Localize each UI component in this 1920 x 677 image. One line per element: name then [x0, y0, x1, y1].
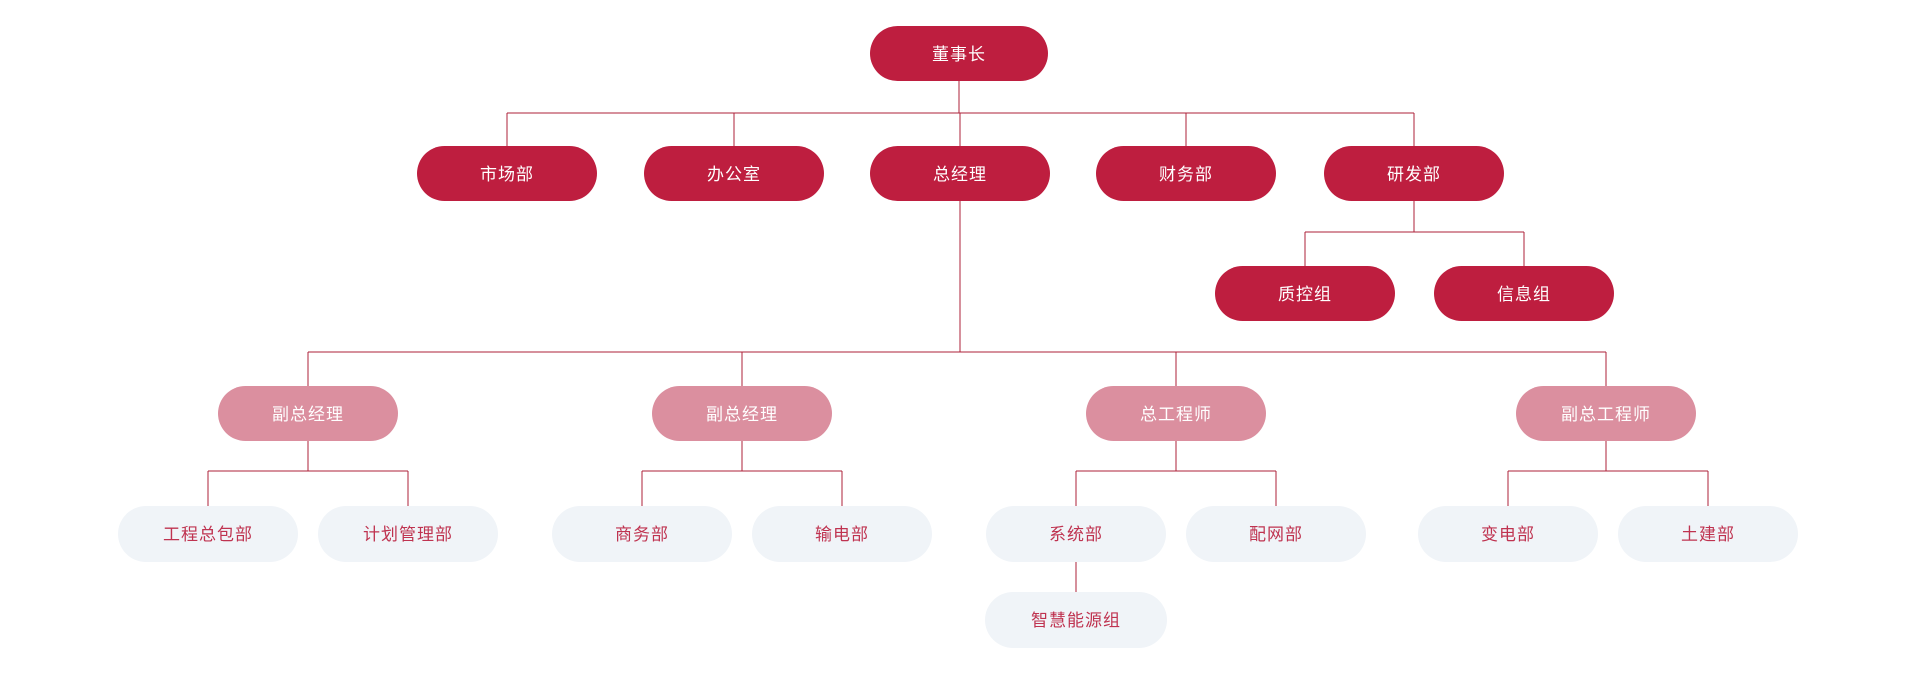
org-node-epc-dept[interactable]: 工程总包部: [118, 506, 298, 562]
org-node-substation-dept[interactable]: 变电部: [1418, 506, 1598, 562]
org-node-label: 智慧能源组: [1031, 610, 1121, 630]
org-node-transmission-dept[interactable]: 输电部: [752, 506, 932, 562]
org-node-rnd-dept[interactable]: 研发部: [1324, 146, 1504, 201]
org-node-deputy-gm-1[interactable]: 副总经理: [218, 386, 398, 441]
org-node-label: 商务部: [615, 524, 669, 544]
org-node-chairman[interactable]: 董事长: [870, 26, 1048, 81]
org-node-deputy-gm-2[interactable]: 副总经理: [652, 386, 832, 441]
org-node-deputy-chief-engineer[interactable]: 副总工程师: [1516, 386, 1696, 441]
org-node-planning-dept[interactable]: 计划管理部: [318, 506, 498, 562]
org-node-marketing-dept[interactable]: 市场部: [417, 146, 597, 201]
org-node-label: 副总经理: [272, 405, 344, 425]
org-node-smart-energy-group[interactable]: 智慧能源组: [985, 592, 1167, 648]
org-node-label: 信息组: [1497, 285, 1551, 305]
org-node-label: 工程总包部: [163, 524, 253, 544]
org-node-distribution-dept[interactable]: 配网部: [1186, 506, 1366, 562]
org-node-commerce-dept[interactable]: 商务部: [552, 506, 732, 562]
org-node-label: 市场部: [480, 165, 534, 185]
org-node-quality-control-group[interactable]: 质控组: [1215, 266, 1395, 321]
org-node-label: 研发部: [1387, 165, 1441, 185]
org-node-label: 副总工程师: [1561, 405, 1651, 425]
org-node-label: 配网部: [1249, 524, 1303, 544]
org-node-label: 输电部: [815, 524, 869, 544]
org-node-general-manager[interactable]: 总经理: [870, 146, 1050, 201]
org-node-label: 质控组: [1278, 285, 1332, 305]
org-node-office[interactable]: 办公室: [644, 146, 824, 201]
org-node-label: 副总经理: [706, 405, 778, 425]
org-node-label: 土建部: [1681, 524, 1735, 544]
org-node-finance-dept[interactable]: 财务部: [1096, 146, 1276, 201]
org-node-label: 财务部: [1159, 165, 1213, 185]
org-node-label: 董事长: [932, 45, 986, 65]
org-node-label: 总经理: [933, 165, 987, 185]
org-node-label: 系统部: [1049, 524, 1103, 544]
org-node-label: 办公室: [707, 165, 761, 185]
org-node-label: 总工程师: [1140, 405, 1212, 425]
org-node-label: 计划管理部: [363, 524, 453, 544]
org-node-information-group[interactable]: 信息组: [1434, 266, 1614, 321]
org-node-label: 变电部: [1481, 524, 1535, 544]
org-node-civil-dept[interactable]: 土建部: [1618, 506, 1798, 562]
org-node-chief-engineer[interactable]: 总工程师: [1086, 386, 1266, 441]
org-node-system-dept[interactable]: 系统部: [986, 506, 1166, 562]
